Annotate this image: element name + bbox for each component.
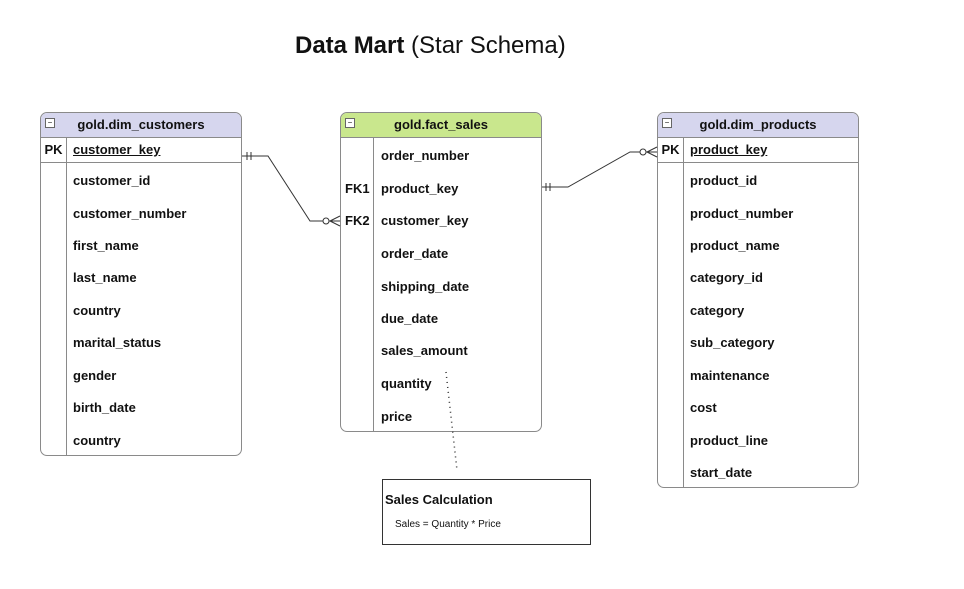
- collapse-icon[interactable]: −: [662, 118, 672, 128]
- table-header: − gold.dim_customers: [41, 113, 241, 138]
- column-divider: [66, 163, 67, 455]
- pk-field: product_key: [690, 142, 768, 157]
- note-body: Sales = Quantity * Price: [395, 519, 501, 530]
- collapse-icon[interactable]: −: [345, 118, 355, 128]
- field: last_name: [73, 270, 137, 285]
- field: customer_id: [73, 173, 151, 188]
- column-divider: [683, 138, 684, 162]
- field: customer_key: [381, 213, 469, 228]
- field: category: [690, 303, 745, 318]
- field: order_date: [381, 246, 449, 261]
- table-name: gold.dim_customers: [77, 117, 205, 132]
- field: product_number: [690, 206, 794, 221]
- column-divider: [373, 138, 374, 431]
- table-header: − gold.dim_products: [658, 113, 858, 138]
- table-name: gold.fact_sales: [394, 117, 488, 132]
- field: maintenance: [690, 368, 770, 383]
- field: product_name: [690, 238, 780, 253]
- title-rest: (Star Schema): [404, 32, 566, 59]
- relationship-sales-products: [542, 146, 658, 191]
- fk-label: FK2: [345, 213, 370, 228]
- field: due_date: [381, 311, 439, 326]
- pk-row: PK product_key: [658, 138, 858, 163]
- pk-row: PK customer_key: [41, 138, 241, 163]
- fk-label: FK1: [345, 181, 370, 196]
- note-title: Sales Calculation: [385, 492, 493, 507]
- table-header: − gold.fact_sales: [341, 113, 541, 138]
- field: category_id: [690, 270, 763, 285]
- pk-label: PK: [44, 142, 63, 157]
- column-divider: [66, 138, 67, 162]
- field: product_line: [690, 433, 769, 448]
- table-fact-sales[interactable]: − gold.fact_sales order_number FK1 produ…: [340, 112, 542, 432]
- relationship-customers-sales: [242, 152, 341, 227]
- field: product_key: [381, 181, 459, 196]
- note-connector: [445, 371, 458, 471]
- field-list: order_number FK1 product_key FK2 custome…: [341, 138, 541, 431]
- field: birth_date: [73, 400, 136, 415]
- field: product_id: [690, 173, 758, 188]
- field-list: product_id product_number product_name c…: [658, 163, 858, 487]
- field: quantity: [381, 376, 432, 391]
- field: price: [381, 409, 413, 424]
- sales-calculation-note[interactable]: Sales Calculation Sales = Quantity * Pri…: [382, 479, 591, 545]
- table-dim-products[interactable]: − gold.dim_products PK product_key produ…: [657, 112, 859, 488]
- field: shipping_date: [381, 279, 470, 294]
- field: marital_status: [73, 335, 162, 350]
- field: cost: [690, 400, 717, 415]
- field: sales_amount: [381, 343, 468, 358]
- field-list: customer_id customer_number first_name l…: [41, 163, 241, 455]
- pk-field: customer_key: [73, 142, 161, 157]
- table-name: gold.dim_products: [699, 117, 817, 132]
- field: country: [73, 433, 121, 448]
- field: customer_number: [73, 206, 187, 221]
- diagram-title: Data Mart (Star Schema): [295, 32, 566, 60]
- collapse-icon[interactable]: −: [45, 118, 55, 128]
- pk-label: PK: [661, 142, 680, 157]
- title-bold: Data Mart: [295, 32, 405, 59]
- table-dim-customers[interactable]: − gold.dim_customers PK customer_key cus…: [40, 112, 242, 456]
- field: sub_category: [690, 335, 775, 350]
- field: gender: [73, 368, 117, 383]
- column-divider: [683, 163, 684, 487]
- field: country: [73, 303, 121, 318]
- field: first_name: [73, 238, 139, 253]
- field: order_number: [381, 148, 470, 163]
- field: start_date: [690, 465, 753, 480]
